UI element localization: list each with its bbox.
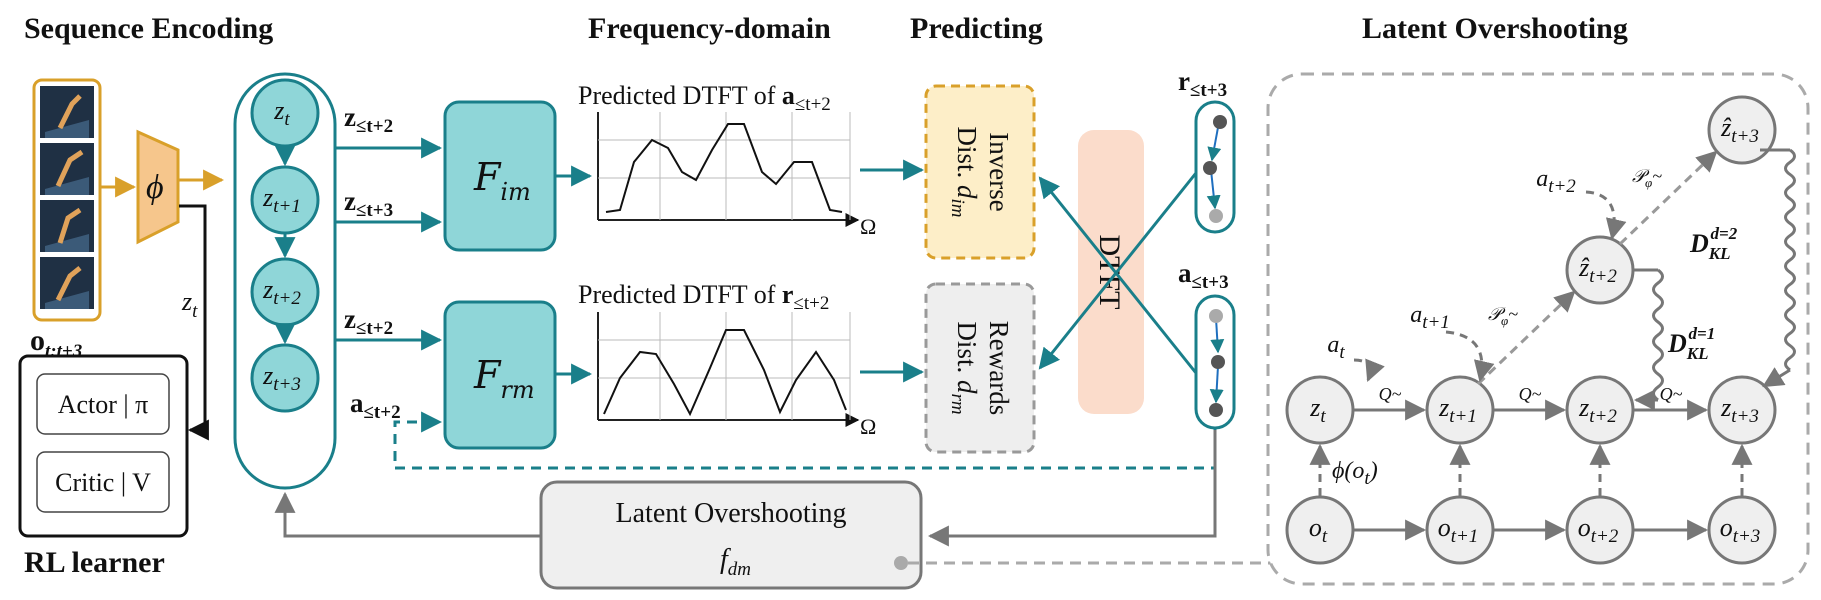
frame-thumbnail (40, 257, 94, 309)
inverse-dist-line1: Inverse (984, 132, 1014, 211)
rewards-dist-box (924, 282, 1036, 454)
lo-latent-label: zt+3 (1720, 393, 1759, 427)
kl-d2-label: DKLd=2 (1689, 224, 1738, 263)
plot-im-title: Predicted DTFT of a≤t+2 (578, 81, 831, 115)
lo-observation-node (1425, 495, 1495, 565)
latent-node-label: zt+2 (262, 275, 301, 309)
inverse-dist-line2: Dist. dim (947, 126, 982, 217)
phi-label: ϕ (146, 169, 164, 206)
lo-observation-label: ot+1 (1438, 513, 1479, 547)
frm-module (443, 300, 557, 450)
action-label: at+2 (1536, 166, 1576, 197)
latent-overshooting-graph: Q~ Q~ Q~ zt zt+1 zt+2 zt+3 ot ot+1 ot+2 ot+3 ϕ(ot) ẑ… (1285, 95, 1796, 565)
encoder-phi (136, 129, 180, 245)
dtft-label: DTFT (1093, 235, 1126, 310)
inverse-dist-box (924, 84, 1036, 260)
frame-thumbnail (40, 86, 94, 138)
observation-frames (32, 78, 102, 322)
lo-predicted-node (1707, 95, 1777, 165)
lo-latent-node (1707, 375, 1777, 445)
lo-latent-label: zt+1 (1438, 393, 1477, 427)
frame-thumbnail (40, 143, 94, 195)
lo-observation-label: ot (1309, 513, 1328, 547)
critic-label: Critic | V (55, 468, 151, 497)
latent-node (250, 165, 320, 235)
title-frequency-domain: Frequency-domain (588, 12, 831, 45)
lo-observation-label: ot+3 (1720, 513, 1761, 547)
dtft-block (1078, 130, 1144, 414)
critic-box (36, 451, 170, 513)
zt-label: zt (181, 287, 198, 322)
fim-input2-label: z≤t+3 (344, 186, 393, 221)
kl-wave-2 (1784, 148, 1796, 372)
transition-label: Q~ (1379, 384, 1402, 404)
latent-node-label: zt (273, 96, 290, 130)
phi-ot-label: ϕ(ot) (1332, 458, 1378, 489)
kl-d1-label: DKLd=1 (1667, 324, 1715, 363)
plot-im-axis: Ω (860, 214, 876, 239)
latent-nodes: zt zt+1 zt+2 zt+3 (250, 78, 320, 413)
kl-wave-1 (1652, 268, 1664, 402)
frm-label: Frm (473, 353, 535, 404)
transition-label: Q~ (1519, 384, 1542, 404)
latent-node-label: zt+1 (262, 183, 301, 217)
lo-latent-node (1285, 375, 1355, 445)
lo-predicted-label: ẑt+2 (1578, 253, 1617, 287)
transition-label: Q~ (1660, 384, 1683, 404)
lo-predicted-label: ẑt+3 (1720, 113, 1759, 147)
title-rl-learner: RL learner (24, 546, 165, 579)
actor-label: Actor | π (58, 390, 149, 419)
lo-latent-node (1565, 375, 1635, 445)
lo-predicted-node (1565, 235, 1635, 305)
lo-observation-node (1285, 495, 1355, 565)
plot-rm (597, 312, 860, 427)
frm-input1-label: z≤t+2 (344, 304, 393, 339)
fim-input1-label: z≤t+2 (344, 102, 393, 137)
fim-module (443, 100, 557, 252)
lo-observation-node (1707, 495, 1777, 565)
lo-observation-label: ot+2 (1578, 513, 1619, 547)
latent-node (250, 343, 320, 413)
lo-latent-label: zt (1309, 393, 1326, 427)
title-sequence-encoding: Sequence Encoding (24, 12, 273, 45)
a-seq-label: a≤t+3 (1178, 258, 1229, 293)
latent-overshooting-panel (1266, 72, 1810, 586)
action-label: at+1 (1410, 302, 1450, 333)
plot-im (597, 112, 860, 227)
title-predicting: Predicting (910, 12, 1043, 45)
rewards-dist-line2: Dist. drm (947, 321, 982, 414)
action-label: at (1327, 332, 1345, 363)
latent-node-label: zt+3 (262, 361, 301, 395)
rewards-dist-line1: Rewards (984, 321, 1014, 415)
lo-observation-node (1565, 495, 1635, 565)
dm-line1: Latent Overshooting (616, 498, 847, 529)
frm-input2-label: a≤t+2 (350, 388, 401, 423)
frame-thumbnail (40, 200, 94, 252)
plot-rm-axis: Ω (860, 414, 876, 439)
fim-label: Fim (473, 155, 531, 206)
plot-rm-title: Predicted DTFT of r≤t+2 (578, 280, 829, 314)
lo-latent-label: zt+2 (1578, 393, 1617, 427)
actor-box (36, 373, 170, 435)
lo-latent-node (1425, 375, 1495, 445)
title-latent-overshooting: Latent Overshooting (1362, 12, 1628, 45)
dm-line2: fdm (720, 544, 751, 580)
r-seq-label: r≤t+3 (1178, 66, 1227, 101)
